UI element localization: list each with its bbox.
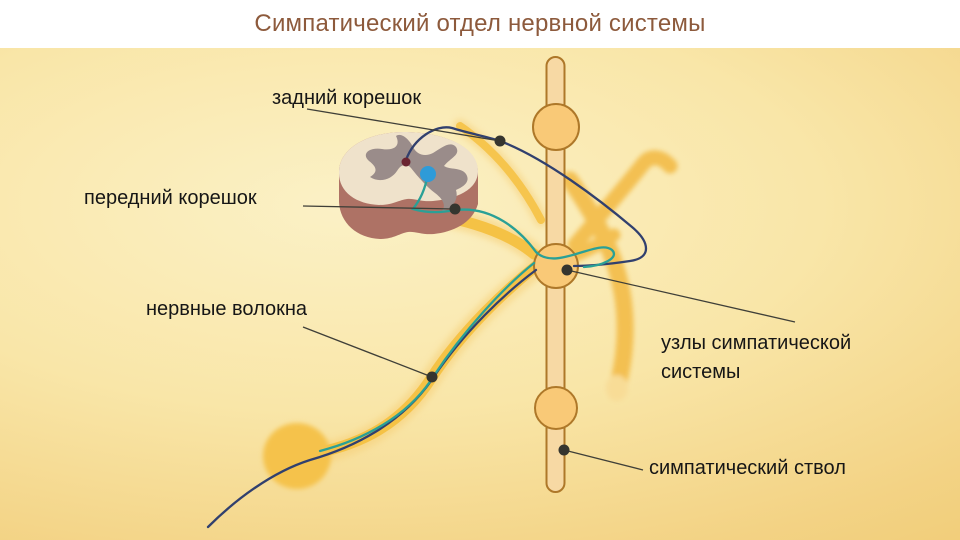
leader-posterior-root bbox=[306, 108, 501, 142]
slide-title: Симпатический отдел нервной системы bbox=[254, 10, 706, 37]
leader-ganglia bbox=[566, 269, 796, 323]
label-nerve-fibers: нервные волокна bbox=[146, 298, 308, 320]
label-sympathetic-trunk: симпатический ствол bbox=[649, 457, 846, 479]
soft-nerve-branches bbox=[551, 150, 678, 401]
label-posterior-root: задний корешок bbox=[272, 87, 422, 109]
ganglion-top bbox=[532, 103, 580, 151]
marker-ganglia bbox=[561, 264, 573, 276]
label-anterior-root: передний корешок bbox=[84, 187, 257, 209]
neuron-dot-blue bbox=[420, 166, 436, 182]
neuron-dot-red bbox=[401, 157, 411, 167]
leader-nerve-fibers bbox=[302, 326, 433, 378]
leader-lines bbox=[302, 108, 796, 471]
marker-anterior-root bbox=[449, 203, 461, 215]
marker-dots bbox=[426, 135, 573, 456]
ganglion-middle bbox=[533, 243, 579, 289]
diagram-background bbox=[0, 48, 960, 540]
gray-matter bbox=[365, 134, 468, 212]
label-sympathetic-ganglia: узлы симпатической системы bbox=[661, 332, 852, 383]
leader-anterior-root bbox=[302, 205, 456, 210]
leader-trunk bbox=[563, 449, 644, 471]
title-bar: Симпатический отдел нервной системы bbox=[0, 0, 960, 48]
marker-nerve-fibers bbox=[426, 371, 438, 383]
ganglion-bottom bbox=[534, 386, 578, 430]
spinal-cord-cross-section bbox=[338, 131, 478, 239]
preganglionic-fiber-navy bbox=[206, 126, 648, 529]
marker-posterior-root bbox=[494, 135, 506, 147]
marker-trunk bbox=[558, 444, 570, 456]
